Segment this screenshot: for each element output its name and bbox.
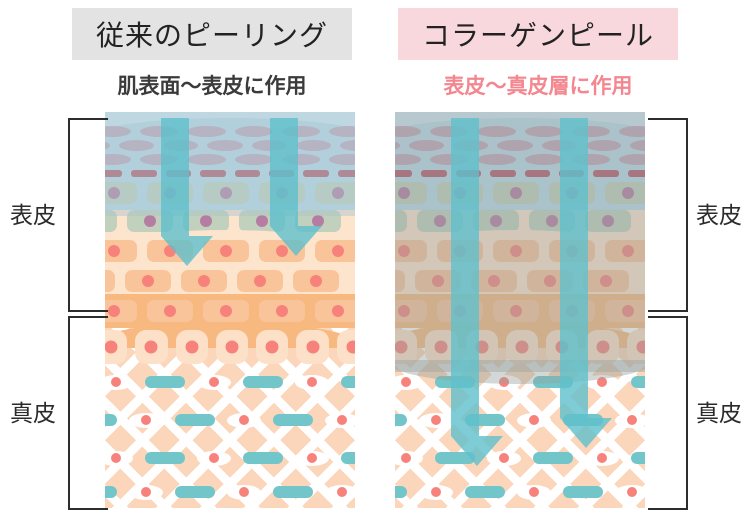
- dermis-fiber-row: [395, 484, 645, 500]
- side-label-right-dermis-text: 真皮: [696, 400, 742, 426]
- basal-cell-row: [105, 330, 355, 364]
- side-label-left-dermis-text: 真皮: [10, 400, 56, 426]
- treatment-depth-overlay-collagen: [395, 112, 645, 384]
- side-label-left-dermis: 真皮: [0, 393, 66, 429]
- dermis-fiber-row: [105, 484, 355, 500]
- skin-cross-section-conventional: [105, 112, 355, 508]
- side-label-right-epidermis-text: 表皮: [696, 202, 742, 228]
- treatment-arrow: [560, 118, 612, 448]
- panel-subtitle-conventional-label: 肌表面〜表皮に作用: [117, 75, 307, 98]
- treatment-arrow: [451, 118, 503, 466]
- side-label-left-epidermis-text: 表皮: [10, 202, 56, 228]
- skin-cross-section-collagen: [395, 112, 645, 508]
- panel-header-conventional: 従来のピーリング: [72, 8, 352, 60]
- side-label-right-epidermis: 表皮: [686, 195, 750, 231]
- dermis-fiber-row: [105, 412, 355, 428]
- panel-header-collagen: コラーゲンピール: [398, 8, 678, 60]
- bracket-right-dermis: [648, 316, 688, 510]
- corneocyte-row: [105, 154, 355, 165]
- side-label-left-epidermis: 表皮: [0, 195, 66, 231]
- corneocyte-row: [395, 154, 645, 165]
- side-label-right-dermis: 真皮: [686, 393, 750, 429]
- treatment-arrow: [161, 118, 213, 266]
- dermis-fiber-row: [105, 450, 355, 466]
- panel-subtitle-collagen: 表皮〜真皮層に作用: [398, 70, 678, 100]
- bracket-right-epidermis: [648, 118, 688, 312]
- bracket-left-dermis: [68, 316, 108, 510]
- panel-subtitle-collagen-label: 表皮〜真皮層に作用: [443, 75, 633, 98]
- panel-header-collagen-label: コラーゲンピール: [421, 20, 654, 51]
- dermis-fiber-row: [105, 374, 355, 390]
- dermis-fiber-row: [395, 450, 645, 466]
- spinous-cell-row: [105, 300, 355, 322]
- panel-subtitle-conventional: 肌表面〜表皮に作用: [72, 70, 352, 100]
- panel-header-conventional-label: 従来のピーリング: [95, 20, 328, 51]
- spinous-cell-row: [105, 270, 339, 292]
- treatment-depth-overlay-conventional: [105, 112, 355, 216]
- corneocyte-row: [105, 126, 355, 137]
- treatment-arrow: [270, 118, 322, 256]
- corneocyte-row: [395, 126, 645, 137]
- bracket-left-epidermis: [68, 118, 108, 312]
